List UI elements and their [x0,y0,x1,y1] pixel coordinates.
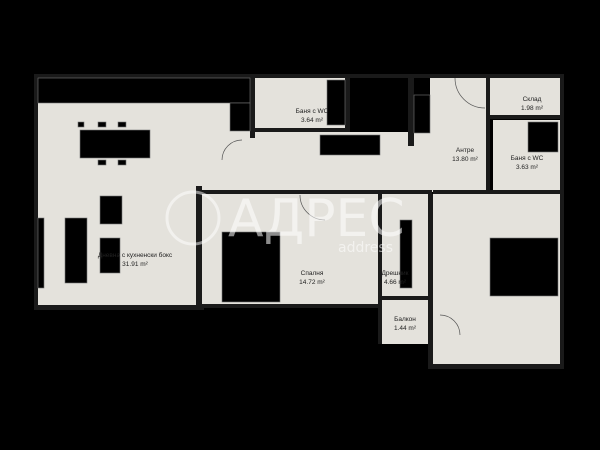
wall [196,186,202,310]
room-name-bathroom1: Баня с WC [296,108,329,115]
wall [202,304,380,308]
wall [428,194,433,369]
fridge [229,102,251,132]
wall [560,74,564,369]
room-area-bathroom1: 3.64 m² [301,117,324,124]
room-name-living: Дневна с кухненски бокс [98,251,173,259]
wall [378,194,382,344]
wall [380,296,430,300]
sofa [64,217,88,284]
room-area-bedroom: 14.72 m² [299,279,325,286]
wardrobe [399,219,413,289]
door-swings [221,77,486,336]
walls [34,74,564,369]
wall [250,78,255,138]
wall [34,74,38,310]
room-name-bathroom2: Баня с WC [511,155,544,162]
wall [408,74,414,146]
wall [345,78,350,132]
wall [490,115,562,119]
room-name-bedroom: Спалня [301,270,324,277]
storage-floor [490,78,562,116]
entry-floor [430,78,488,192]
room-area-storage: 1.98 m² [521,105,544,112]
armchair [99,195,123,225]
watermark-main: АДРЕС [228,189,405,249]
kitchen-counter [37,77,251,104]
dining-chair [117,121,127,128]
dining-table [79,129,151,159]
dining-chair [97,159,107,166]
wall [202,190,432,194]
wall [433,190,563,194]
wall [34,74,564,78]
bed2 [489,237,559,297]
watermark-circle-icon [165,190,221,246]
room-area-balcony: 1.44 m² [394,325,417,332]
dining-chair [77,121,85,128]
shower [527,121,559,153]
tv-unit [37,217,45,289]
room-labels: Дневна с кухненски бокс 31.91 m² Баня с … [98,96,544,332]
room-area-entry: 13.80 m² [452,156,478,163]
side-table [99,237,121,274]
room-name-entry: Антре [456,147,475,154]
wall [486,78,490,190]
watermark-sub: address [338,240,393,256]
dining-chair [117,159,127,166]
wall [255,128,350,132]
room-name-balcony: Балкон [394,316,416,323]
entry-wardrobe [413,94,431,134]
dining-chair [97,121,107,128]
room-area-closet: 4.66 m² [384,279,407,286]
room-name-closet: Дрешник [382,270,409,277]
hall-wardrobe [319,134,381,156]
watermark-logo: АДРЕС address [165,189,405,256]
shower1 [326,79,346,126]
furniture [37,77,559,336]
bed1 [221,231,281,303]
room-area-bathroom2: 3.63 m² [516,164,539,171]
wall [34,305,204,310]
balcony-floor [380,300,430,344]
room-area-living: 31.91 m² [122,261,148,268]
room-name-storage: Склад [523,96,542,103]
wall [433,364,563,369]
